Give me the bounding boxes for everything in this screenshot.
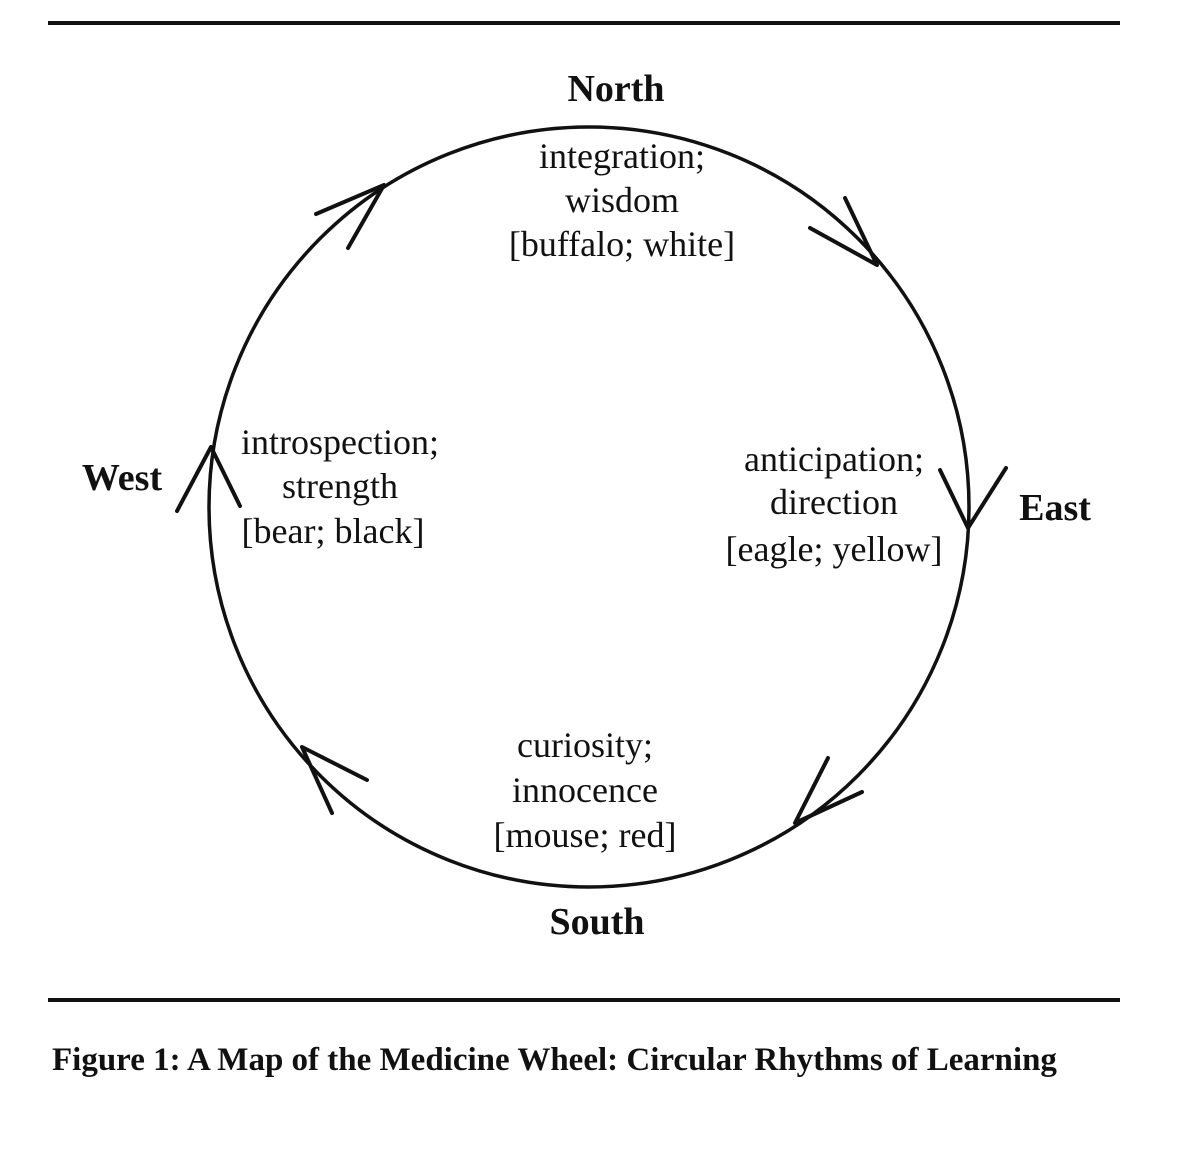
bottom-rule	[48, 998, 1120, 1002]
top-rule	[48, 21, 1120, 25]
medicine-wheel-diagram: North East South West integration; wisdo…	[82, 68, 1091, 943]
east-quality-2: direction	[770, 482, 898, 522]
arrow-south-west	[300, 745, 369, 815]
arrow-west	[175, 445, 242, 513]
south-animal-color: [mouse; red]	[494, 815, 677, 855]
north-label: North	[567, 68, 664, 110]
south-quality-2: innocence	[512, 770, 658, 810]
arrow-north-west	[314, 183, 386, 250]
wheel-circle	[207, 125, 971, 889]
arrow-south-east	[793, 756, 864, 825]
west-quality-2: strength	[282, 466, 398, 506]
west-animal-color: [bear; black]	[242, 511, 425, 551]
south-quality-1: curiosity;	[517, 725, 653, 765]
north-quality-2: wisdom	[565, 180, 679, 220]
west-label: West	[82, 457, 163, 499]
west-quality-1: introspection;	[241, 422, 439, 462]
south-label: South	[549, 901, 644, 943]
north-quality-1: integration;	[539, 136, 705, 176]
arrow-east	[938, 466, 1008, 530]
east-label: East	[1019, 487, 1091, 529]
north-animal-color: [buffalo; white]	[509, 224, 735, 264]
arrow-north-east	[808, 196, 879, 267]
east-animal-color: [eagle; yellow]	[726, 529, 943, 569]
figure-caption: Figure 1: A Map of the Medicine Wheel: C…	[52, 1042, 1057, 1078]
east-quality-1: anticipation;	[744, 439, 924, 479]
